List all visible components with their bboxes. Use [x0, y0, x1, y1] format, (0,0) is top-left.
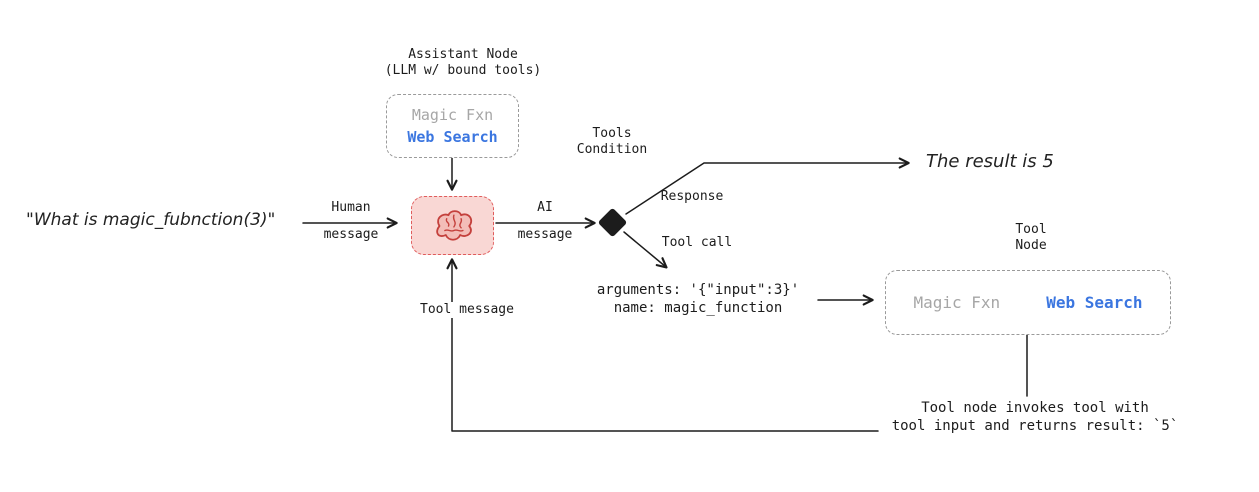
- tool-node-title: Tool Node: [1015, 222, 1047, 253]
- edge-label-human-message-line2: message: [323, 227, 379, 242]
- edge-label-tool-call: Tool call: [661, 235, 733, 250]
- assistant-tools-box: Magic Fxn Web Search: [386, 94, 519, 158]
- edge-label-ai-message-line2: message: [517, 227, 573, 242]
- assistant-node-title: Assistant Node (LLM w/ bound tools): [384, 47, 542, 78]
- edge-response: [625, 157, 910, 215]
- tool-node-magic-fxn: Magic Fxn: [913, 293, 1001, 312]
- result-text: The result is 5: [926, 151, 1054, 172]
- edge-label-human-message-line1: Human: [331, 200, 371, 215]
- edge-tool-call: [623, 231, 668, 269]
- tool-invoke-note: Tool node invokes tool with tool input a…: [891, 400, 1179, 434]
- tool-call-arguments-text: arguments: '{"input":3}' name: magic_fun…: [596, 282, 800, 316]
- assistant-tool-web-search: Web Search: [407, 128, 498, 146]
- tools-condition-label: Tools Condition: [576, 126, 648, 157]
- assistant-tool-magic-fxn: Magic Fxn: [411, 106, 494, 124]
- edge-label-tool-message: Tool message: [408, 302, 526, 318]
- edge-label-response: Response: [660, 189, 724, 204]
- tool-node-box: Magic Fxn Web Search: [885, 270, 1171, 335]
- edge-label-ai-message-line1: AI: [537, 200, 553, 215]
- user-question-text: "What is magic_fubnction(3)": [26, 210, 276, 230]
- brain-icon: [435, 209, 472, 241]
- tool-node-web-search: Web Search: [1046, 293, 1143, 312]
- assistant-llm-node: [411, 196, 494, 255]
